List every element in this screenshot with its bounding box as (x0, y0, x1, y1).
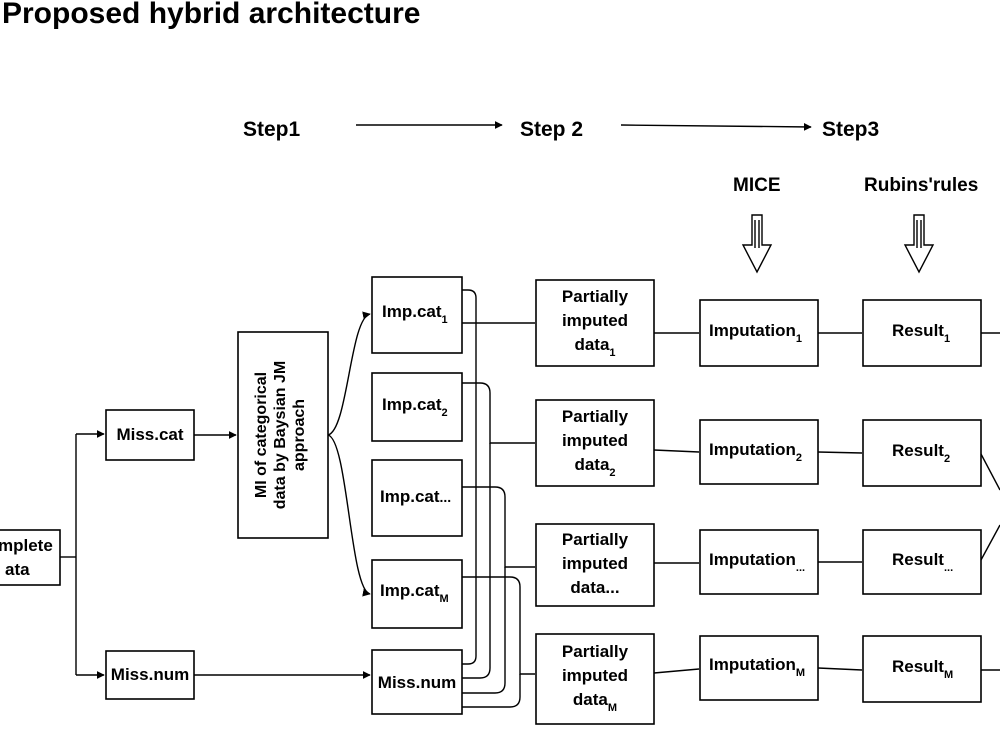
connector (462, 443, 491, 679)
connector (462, 382, 535, 444)
partial-data-2-label: Partially imputed data2 (562, 407, 629, 479)
complete-data-label-line1: mplete (0, 536, 53, 555)
miss-num-label: Miss.num (111, 665, 189, 684)
step-3-label: Step3 (822, 118, 879, 141)
miss-num-2-box (371, 649, 463, 715)
connector (817, 667, 863, 671)
miss-cat-label: Miss.cat (116, 425, 183, 444)
imp-cat-ellipsis-label: Imp.cat... (380, 487, 451, 506)
mice-label: MICE (733, 175, 781, 196)
imputation-1-label: Imputation1 (709, 321, 802, 345)
connector (462, 289, 477, 665)
imputation-m-label: ImputationM (709, 655, 805, 679)
partial-data-m-label: Partially imputed dataM (562, 642, 629, 714)
svg-text:imputed: imputed (562, 666, 628, 685)
rubins-down-arrow-icon (903, 214, 935, 274)
imp-cat-m-label: Imp.catM (380, 581, 449, 605)
connector (462, 576, 535, 675)
svg-text:Partially: Partially (562, 530, 629, 549)
imputation-2-label: Imputation2 (709, 440, 802, 464)
imp-cat-2-label: Imp.cat2 (382, 395, 448, 419)
mi-box-line3: approach (291, 399, 308, 471)
complete-data-box (0, 529, 61, 586)
step2-to-step3-arrow (620, 122, 812, 131)
imp-cat-m-box (371, 559, 463, 629)
result-2-box (862, 419, 982, 487)
result-m-label: ResultM (892, 657, 953, 681)
result-2-label: Result2 (892, 441, 950, 465)
connector (980, 453, 1000, 491)
imp-cat-1-label: Imp.cat1 (382, 302, 448, 326)
connector (980, 524, 1000, 561)
svg-text:imputed: imputed (562, 431, 628, 450)
rubins-rules-label: Rubins'rules (864, 175, 978, 196)
svg-text:data...: data... (570, 578, 619, 597)
svg-text:dataM: dataM (573, 690, 617, 714)
fan-arrow-imp-cat-1 (327, 311, 371, 436)
partial-data-2-box (535, 399, 655, 487)
partial-data-ellipsis-box (535, 523, 655, 607)
fan-arrow-imp-cat-m (327, 434, 371, 597)
page-title: Proposed hybrid architecture (2, 0, 421, 30)
partial-data-ellipsis-label: Partially imputed data... (562, 530, 629, 597)
step-2-label: Step 2 (520, 118, 583, 141)
svg-text:imputed: imputed (562, 311, 628, 330)
partial-data-m-box (535, 633, 655, 725)
result-ellipsis-label: Result... (892, 550, 953, 574)
result-1-box (862, 299, 982, 367)
connector (462, 567, 506, 694)
imp-cat-1-box (371, 276, 463, 354)
svg-text:Partially: Partially (562, 287, 629, 306)
mice-down-arrow-icon (741, 214, 773, 274)
svg-text:imputed: imputed (562, 554, 628, 573)
miss-num-2-label: Miss.num (378, 673, 456, 692)
svg-text:Partially: Partially (562, 642, 629, 661)
mi-categorical-box (237, 331, 329, 539)
svg-text:Partially: Partially (562, 407, 629, 426)
svg-text:data1: data1 (574, 335, 615, 359)
partial-data-1-label: Partially imputed data1 (562, 287, 629, 359)
complete-data-label-line2: ata (5, 560, 30, 579)
imp-cat-2-box (371, 372, 463, 442)
mi-box-line2: data by Baysian JM (272, 361, 289, 510)
miss-num-box (105, 650, 195, 700)
imputation-2-box (699, 419, 819, 485)
connector (462, 674, 521, 708)
result-1-label: Result1 (892, 321, 950, 345)
connector (653, 449, 700, 453)
imputation-ellipsis-box (699, 529, 819, 595)
mi-box-line1: MI of categorical (253, 372, 270, 498)
step-1-label: Step1 (243, 118, 301, 141)
connector (653, 668, 700, 674)
imp-cat-ellipsis-box (371, 459, 463, 537)
miss-cat-box (105, 409, 195, 461)
result-ellipsis-box (862, 529, 982, 595)
connector (817, 451, 863, 454)
partial-data-1-box (535, 279, 655, 367)
imputation-ellipsis-label: Imputation... (709, 550, 805, 574)
result-m-box (862, 635, 982, 703)
connector (462, 486, 535, 568)
svg-text:data2: data2 (574, 455, 615, 479)
